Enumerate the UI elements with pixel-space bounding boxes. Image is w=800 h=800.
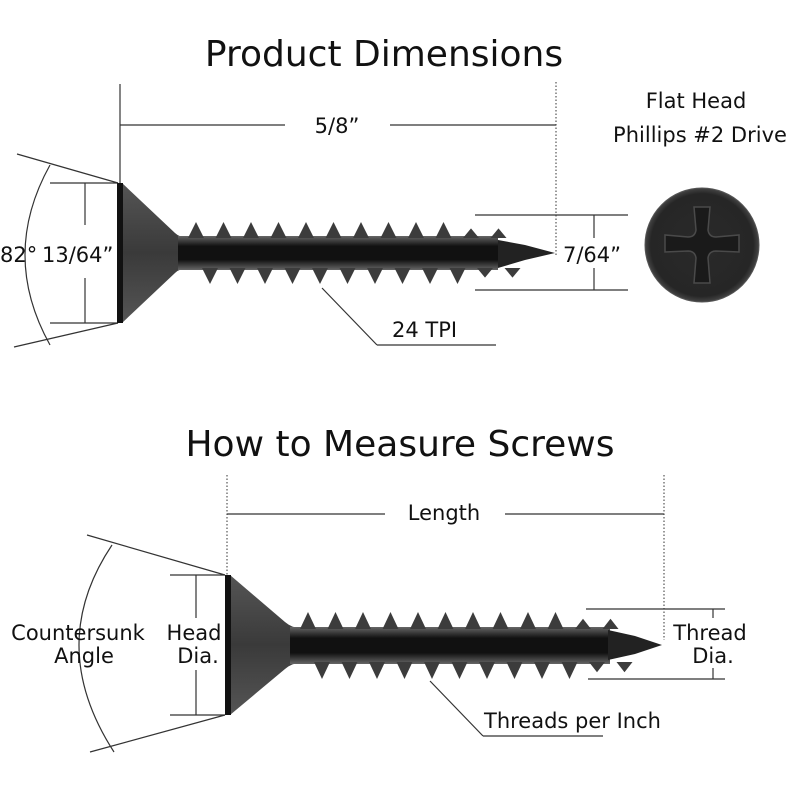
thread-tooth bbox=[490, 228, 507, 238]
countersunk-angle-dimension: 82° bbox=[0, 153, 119, 348]
head-diameter-label-generic: Head bbox=[167, 621, 222, 645]
screw-image-bottom bbox=[225, 575, 662, 715]
screw-image-top bbox=[117, 183, 555, 323]
product-dimensions-title: Product Dimensions bbox=[205, 34, 563, 75]
thread-tooth bbox=[424, 662, 440, 679]
length-dimension: 5/8” bbox=[119, 82, 557, 255]
thread-diameter-label-generic: Thread bbox=[672, 621, 746, 645]
thread-tooth bbox=[492, 612, 509, 629]
thread-tooth bbox=[243, 222, 259, 238]
head-diameter-dimension: 13/64” bbox=[42, 182, 118, 324]
thread-tooth bbox=[534, 662, 550, 679]
thread-diameter-label: 7/64” bbox=[563, 243, 621, 267]
thread-tooth bbox=[355, 612, 371, 629]
thread-tooth bbox=[382, 612, 399, 629]
length-label: 5/8” bbox=[315, 114, 360, 138]
thread-tooth bbox=[504, 268, 521, 278]
tpi-label-generic: Threads per Inch bbox=[483, 709, 661, 733]
thread-tooth bbox=[215, 222, 232, 238]
head-diameter-label-generic-2: Dia. bbox=[177, 644, 219, 668]
thread-tooth bbox=[327, 612, 344, 629]
thread-tooth bbox=[463, 228, 479, 238]
head-type-label: Flat Head bbox=[646, 89, 747, 113]
thread-tooth bbox=[465, 612, 481, 629]
countersunk-angle-label-generic: Countersunk bbox=[11, 621, 145, 645]
thread-tooth bbox=[396, 662, 413, 679]
thread-tooth bbox=[449, 268, 466, 284]
countersunk-angle-label: 82° bbox=[0, 243, 37, 267]
head-diameter-label: 13/64” bbox=[42, 243, 113, 267]
thread-diameter-dimension: 7/64” bbox=[475, 214, 628, 291]
thread-tooth bbox=[602, 618, 619, 629]
thread-tooth bbox=[367, 268, 383, 284]
thread-tooth bbox=[422, 268, 438, 284]
thread-tooth bbox=[188, 222, 204, 238]
thread-tooth bbox=[547, 612, 564, 629]
thread-tooth bbox=[408, 222, 424, 238]
head-diameter-dimension-generic: Head Dia. bbox=[167, 574, 225, 716]
thread-tooth bbox=[477, 268, 493, 278]
thread-tooth bbox=[451, 662, 468, 679]
thread-tooth bbox=[325, 222, 342, 238]
thread-tooth bbox=[300, 612, 316, 629]
drive-type-label: Phillips #2 Drive bbox=[613, 123, 787, 147]
tpi-callout: 24 TPI bbox=[321, 287, 496, 346]
thread-tooth bbox=[506, 662, 523, 679]
countersunk-angle-label-generic-2: Angle bbox=[54, 644, 114, 668]
thread-tooth bbox=[589, 662, 605, 673]
tpi-callout-generic: Threads per Inch bbox=[429, 680, 661, 737]
thread-tooth bbox=[394, 268, 411, 284]
thread-tooth bbox=[575, 618, 591, 629]
thread-tooth bbox=[380, 222, 397, 238]
thread-tooth bbox=[341, 662, 358, 679]
thread-tooth bbox=[339, 268, 356, 284]
thread-tooth bbox=[312, 268, 328, 284]
thread-tooth bbox=[229, 268, 246, 284]
thread-diameter-dimension-generic: Thread Dia. bbox=[586, 608, 747, 680]
length-dimension-generic: Length bbox=[226, 475, 665, 640]
thread-tooth bbox=[314, 662, 330, 679]
thread-tooth bbox=[257, 268, 273, 284]
length-label-generic: Length bbox=[408, 501, 480, 525]
thread-tooth bbox=[435, 222, 452, 238]
thread-tooth bbox=[410, 612, 426, 629]
thread-tooth bbox=[284, 268, 301, 284]
thread-tooth bbox=[437, 612, 454, 629]
thread-diameter-label-generic-2: Dia. bbox=[692, 644, 734, 668]
thread-tooth bbox=[369, 662, 385, 679]
thread-tooth bbox=[520, 612, 536, 629]
thread-tooth bbox=[616, 662, 633, 673]
thread-tooth bbox=[479, 662, 495, 679]
tpi-label: 24 TPI bbox=[392, 318, 457, 342]
how-to-measure-title: How to Measure Screws bbox=[185, 424, 614, 465]
thread-tooth bbox=[298, 222, 314, 238]
phillips-drive-icon bbox=[644, 187, 760, 303]
thread-tooth bbox=[202, 268, 218, 284]
countersunk-angle-dimension-generic: Countersunk Angle bbox=[11, 534, 226, 753]
thread-tooth bbox=[561, 662, 578, 679]
thread-tooth bbox=[270, 222, 287, 238]
thread-tooth bbox=[353, 222, 369, 238]
